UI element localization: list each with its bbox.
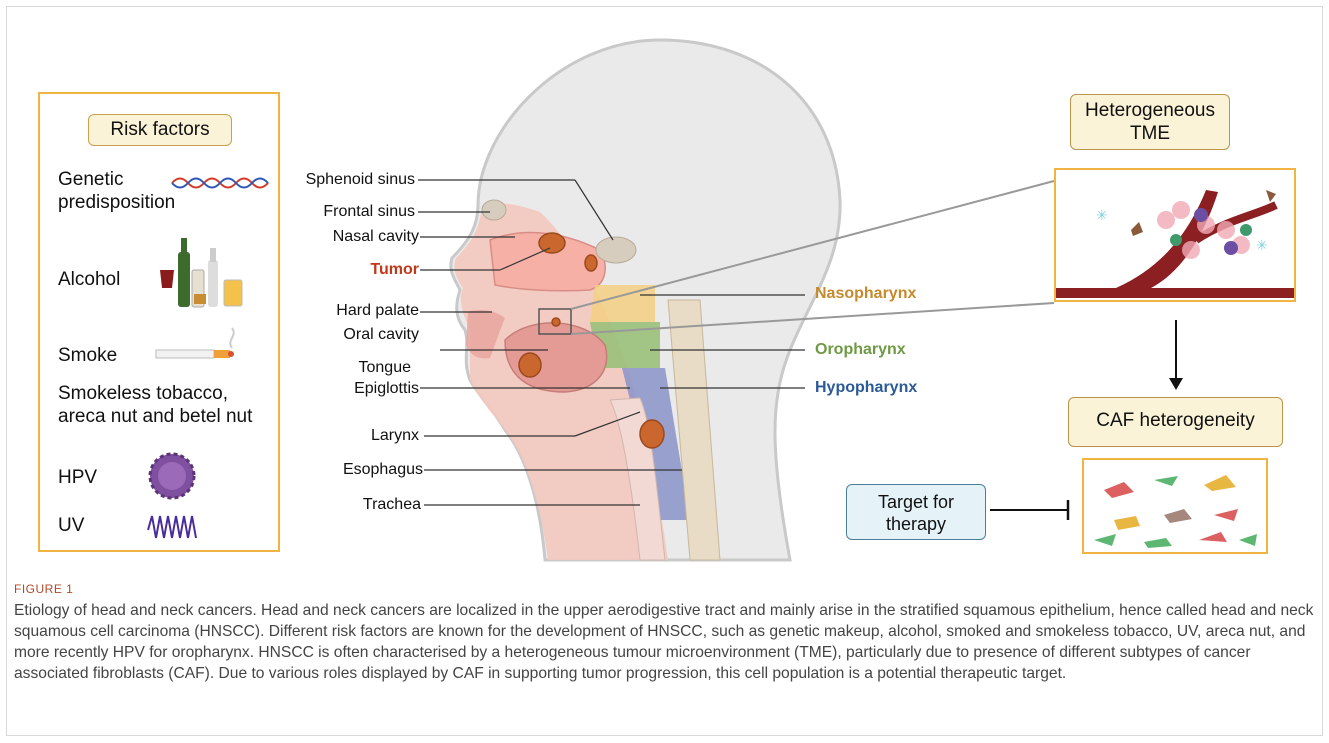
tme-title-box: Heterogeneous TME <box>1070 94 1230 150</box>
risk-alcohol: Alcohol <box>58 268 120 291</box>
figure-label: FIGURE 1 <box>14 582 73 596</box>
tme-image-panel: ✳ ✳ <box>1054 168 1296 302</box>
caf-image-panel <box>1082 458 1268 554</box>
arrow-down-head <box>1169 378 1183 390</box>
nasopharynx-region <box>590 285 655 322</box>
tme-illustration: ✳ ✳ <box>1056 170 1296 302</box>
alcohol-bottles-icon <box>158 232 268 312</box>
risk-smokeless: Smokeless tobacco, areca nut and betel n… <box>58 382 278 428</box>
label-nasopharynx: Nasopharynx <box>815 285 916 303</box>
label-nasal-cavity: Nasal cavity <box>333 228 419 246</box>
label-hard-palate: Hard palate <box>336 302 419 320</box>
label-esophagus: Esophagus <box>343 461 423 479</box>
label-frontal-sinus: Frontal sinus <box>323 203 415 221</box>
frontal-sinus-shape <box>482 200 506 220</box>
risk-factors-panel: Risk factors Genetic predisposition Alco… <box>38 92 280 552</box>
target-for-therapy-box: Target for therapy <box>846 484 986 540</box>
risk-smoke: Smoke <box>58 344 117 367</box>
tumor-mass-nasal <box>539 233 565 253</box>
tumor-mass-tongue <box>519 353 541 377</box>
label-oral-cavity: Oral cavity <box>343 326 419 344</box>
risk-uv: UV <box>58 514 84 537</box>
caf-title-box: CAF heterogeneity <box>1068 397 1283 447</box>
label-trachea: Trachea <box>363 496 421 514</box>
svg-text:✳: ✳ <box>1096 208 1108 224</box>
sphenoid-sinus-shape <box>596 237 636 263</box>
label-larynx: Larynx <box>371 427 419 445</box>
svg-text:✳: ✳ <box>1256 238 1268 254</box>
risk-genetic: Genetic predisposition <box>58 168 188 214</box>
uv-wave-icon <box>146 512 202 542</box>
tumor-mass-larynx <box>640 420 664 448</box>
label-hypopharynx: Hypopharynx <box>815 379 917 397</box>
figure-caption: Etiology of head and neck cancers. Head … <box>14 600 1314 684</box>
cigarette-icon <box>152 326 242 366</box>
label-sphenoid-sinus: Sphenoid sinus <box>306 171 415 189</box>
tumor-mass-palate <box>552 318 560 326</box>
tumor-mass-sphenoid <box>585 255 597 271</box>
hpv-virus-icon <box>140 444 204 508</box>
label-tumor: Tumor <box>370 261 419 279</box>
risk-factors-title: Risk factors <box>88 114 232 146</box>
label-tongue: Tongue <box>359 359 412 377</box>
label-epiglottis: Epiglottis <box>354 380 419 398</box>
caf-cells-illustration <box>1084 460 1268 554</box>
label-oropharynx: Oropharynx <box>815 341 906 359</box>
dna-icon <box>170 174 270 192</box>
risk-hpv: HPV <box>58 466 97 489</box>
